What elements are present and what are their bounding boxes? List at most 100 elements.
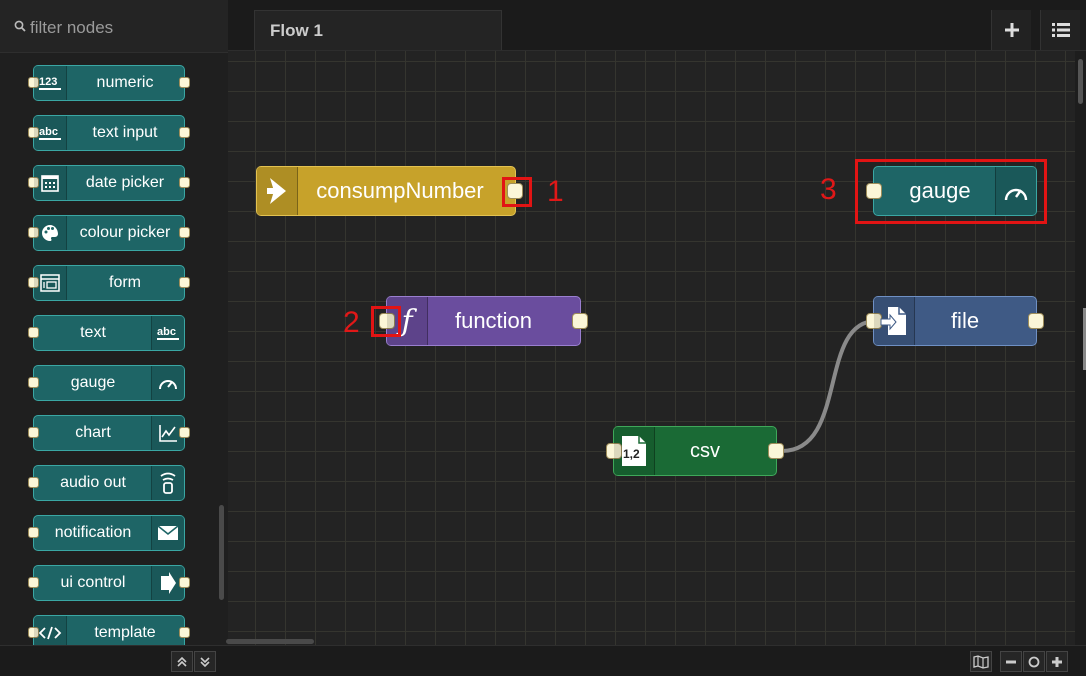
palette-node-template[interactable]: template xyxy=(28,615,190,645)
map-icon xyxy=(973,654,989,669)
input-port xyxy=(28,527,39,538)
input-port[interactable] xyxy=(866,183,882,199)
node-label: function xyxy=(454,308,533,333)
text-icon: abc xyxy=(151,316,184,350)
palette-node-label: ui control xyxy=(60,574,126,591)
palette-node-text[interactable]: text abc xyxy=(28,315,185,351)
annotation-box-2 xyxy=(371,306,401,337)
tab-flow-1[interactable]: Flow 1 xyxy=(254,10,502,50)
palette-node-date-picker[interactable]: date picker xyxy=(28,165,190,201)
footer-bar xyxy=(0,645,1086,676)
palette-node-numeric[interactable]: 123 numeric xyxy=(28,65,190,101)
input-port xyxy=(28,127,39,138)
add-flow-button[interactable] xyxy=(991,10,1031,50)
wire-layer xyxy=(781,319,877,453)
output-port[interactable] xyxy=(572,313,588,329)
double-chevron-up-icon xyxy=(177,656,187,667)
node-label: csv xyxy=(690,440,720,462)
envelope-icon xyxy=(151,516,184,550)
input-port[interactable] xyxy=(379,313,395,329)
palette-node-audio-out[interactable]: audio out xyxy=(28,465,185,501)
input-port xyxy=(28,77,39,88)
flow-canvas[interactable]: consumpNumber ƒ function gauge file 1,2 … xyxy=(228,51,1075,645)
input-port xyxy=(28,427,39,438)
output-port xyxy=(179,627,190,638)
text-input-icon: abc xyxy=(34,116,67,150)
palette-filter xyxy=(0,0,252,53)
palette-icon xyxy=(34,216,67,250)
flow-node-file[interactable]: file xyxy=(866,296,1044,346)
code-icon xyxy=(34,616,67,645)
node-label: consumpNumber xyxy=(316,178,484,203)
input-port[interactable] xyxy=(606,443,622,459)
input-port xyxy=(28,377,39,388)
zoom-reset-button[interactable] xyxy=(1023,651,1045,672)
output-port xyxy=(179,427,190,438)
flow-node-csv[interactable]: 1,2 csv xyxy=(606,426,784,476)
plus-icon xyxy=(1004,23,1019,37)
plus-icon xyxy=(1052,656,1062,667)
palette-node-label: colour picker xyxy=(79,224,171,241)
zoom-in-button[interactable] xyxy=(1046,651,1068,672)
palette-node-label: chart xyxy=(75,424,111,441)
output-port[interactable] xyxy=(507,183,523,199)
navigator-button[interactable] xyxy=(970,651,992,672)
output-port xyxy=(179,77,190,88)
palette-node-label: text input xyxy=(92,124,158,141)
svg-text:abc: abc xyxy=(39,126,58,138)
output-port[interactable] xyxy=(768,443,784,459)
input-port xyxy=(28,627,39,638)
chart-icon xyxy=(151,416,184,450)
palette-node-label: template xyxy=(94,624,156,641)
input-port xyxy=(28,327,39,338)
node-label: gauge xyxy=(909,178,971,203)
search-icon xyxy=(14,20,26,32)
palette-scrollbar[interactable] xyxy=(219,505,224,600)
palette-node-form[interactable]: form xyxy=(28,265,190,301)
palette-node-colour-picker[interactable]: colour picker xyxy=(28,215,190,251)
output-port xyxy=(179,577,190,588)
palette-node-text-input[interactable]: abc text input xyxy=(28,115,190,151)
annotation-box-1 xyxy=(502,177,532,207)
sidebar-resize-handle[interactable] xyxy=(1083,308,1086,370)
input-port xyxy=(28,227,39,238)
flow-node-consump-number[interactable]: consumpNumber xyxy=(256,166,523,216)
zoom-out-button[interactable] xyxy=(1000,651,1022,672)
palette-node-ui-control[interactable]: ui control xyxy=(28,565,190,601)
expand-all-button[interactable] xyxy=(194,651,216,672)
flow-list-button[interactable] xyxy=(1040,10,1080,50)
filter-nodes-input[interactable] xyxy=(30,14,240,42)
list-icon xyxy=(1051,23,1070,37)
flow-node-function[interactable]: ƒ function xyxy=(379,296,588,346)
input-port xyxy=(28,277,39,288)
palette-node-label: notification xyxy=(54,524,132,541)
file-in-icon xyxy=(874,297,915,345)
palette-node-label: date picker xyxy=(85,174,165,191)
flow-node-gauge[interactable]: gauge xyxy=(866,166,1037,216)
palette-node-notification[interactable]: notification xyxy=(28,515,185,551)
form-icon xyxy=(34,266,67,300)
node-label: file xyxy=(950,308,980,333)
scroll-thumb[interactable] xyxy=(1078,59,1083,104)
function-icon: ƒ xyxy=(387,297,428,345)
output-port xyxy=(179,127,190,138)
palette-node-chart[interactable]: chart xyxy=(28,415,190,451)
canvas-vertical-scrollbar[interactable] xyxy=(1075,51,1086,645)
minus-icon xyxy=(1006,660,1016,663)
palette-node-gauge[interactable]: gauge xyxy=(28,365,185,401)
palette-node-label: audio out xyxy=(60,474,126,491)
output-port xyxy=(179,227,190,238)
output-port[interactable] xyxy=(1028,313,1044,329)
double-chevron-down-icon xyxy=(200,656,210,667)
collapse-all-button[interactable] xyxy=(171,651,193,672)
annotation-box-3 xyxy=(855,159,1047,224)
numeric-icon: 123 xyxy=(34,66,67,100)
palette-node-label: text xyxy=(80,324,106,341)
annotation-label-3: 3 xyxy=(820,173,837,206)
palette-node-label: gauge xyxy=(70,374,116,391)
palette-node-label: form xyxy=(109,274,141,291)
canvas-horizontal-scrollbar[interactable] xyxy=(226,639,314,644)
output-port xyxy=(179,177,190,188)
annotation-label-1: 1 xyxy=(547,175,564,208)
calendar-icon xyxy=(34,166,67,200)
